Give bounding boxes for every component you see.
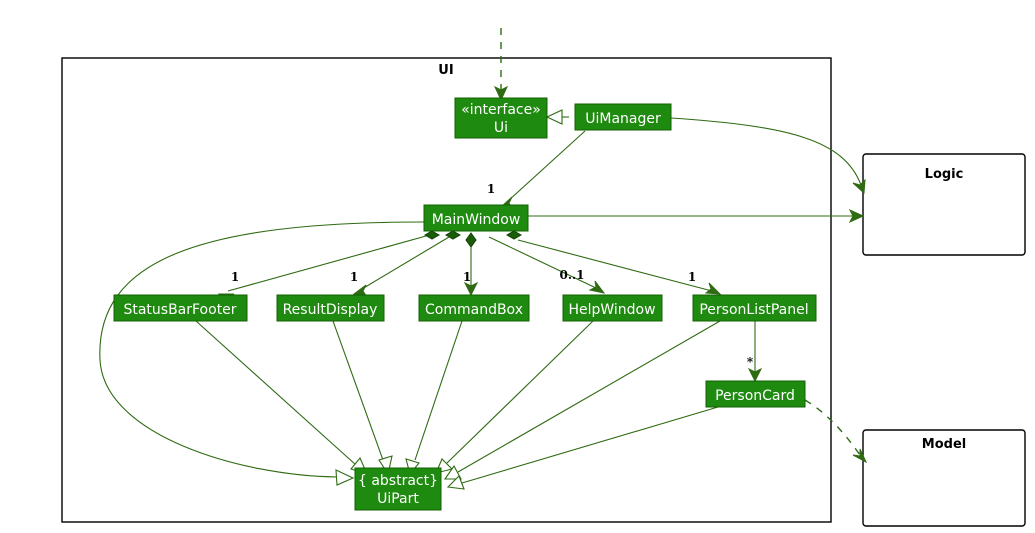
class-resultdisplay[interactable]: ResultDisplay [276,294,385,322]
class-personcard[interactable]: PersonCard [705,380,806,408]
class-commandbox-box[interactable] [418,294,530,322]
package-model: Model [862,429,1026,527]
package-logic-border [862,153,1026,256]
package-model-title: Model [922,437,966,452]
class-statusbarfooter-name: StatusBarFooter [123,302,236,318]
class-mainwindow[interactable]: MainWindow [423,204,529,232]
edge-external-to-ui [493,28,509,102]
edge-mainwindow-helpwindow [488,236,606,294]
mainwindow-composition-diamonds [423,230,523,248]
class-uipart[interactable]: { abstract} UiPart [354,467,442,511]
class-mainwindow-box[interactable] [423,204,529,232]
multiplicity-mainwindow-commandbox: 1 [463,270,471,284]
class-helpwindow[interactable]: HelpWindow [562,294,663,322]
class-uimanager-box[interactable] [574,103,672,131]
class-uimanager[interactable]: UiManager [574,103,672,131]
class-ui-interface-name: Ui [494,120,508,136]
edge-uimanager-logic [670,117,866,195]
class-commandbox[interactable]: CommandBox [418,294,530,322]
class-personcard-box[interactable] [705,380,806,408]
package-ui-border [61,57,832,523]
edge-mainwindow-logic [528,208,865,224]
multiplicity-uimanager-mainwindow: 1 [487,182,495,196]
package-logic: Logic [862,153,1026,256]
edge-mainwindow-personlistpanel [517,239,722,295]
edge-mainwindow-resultdisplay [352,236,450,298]
class-ui-interface-stereotype: «interface» [461,102,541,118]
class-helpwindow-name: HelpWindow [568,302,655,318]
package-ui-title: UI [438,63,453,78]
multiplicity-mainwindow-helpwindow: 0..1 [559,268,584,282]
edge-commandbox-uipart [405,320,463,476]
class-uipart-name: UiPart [377,491,419,507]
class-helpwindow-box[interactable] [562,294,663,322]
multiplicity-mainwindow-statusbarfooter: 1 [231,270,239,284]
class-mainwindow-name: MainWindow [432,212,521,228]
edge-mainwindow-commandbox [463,247,479,297]
edge-personlistpanel-personcard [747,321,763,383]
class-statusbarfooter-box[interactable] [113,294,248,322]
edge-mainwindow-uipart [99,221,425,486]
edge-uimanager-realizes-ui [545,109,569,125]
edge-uimanager-mainwindow [499,130,586,210]
package-ui: UI [61,57,832,523]
class-ui-interface[interactable]: «interface» Ui [454,97,548,139]
class-ui-interface-box[interactable] [454,97,548,139]
package-model-border [862,429,1026,527]
class-uimanager-name: UiManager [585,111,661,127]
edge-helpwindow-uipart [435,320,594,474]
class-uipart-stereotype: { abstract} [358,473,438,489]
class-commandbox-name: CommandBox [425,302,523,318]
multiplicity-mainwindow-resultdisplay: 1 [350,270,358,284]
class-uipart-box[interactable] [354,467,442,511]
multiplicity-personlistpanel-personcard: * [747,355,754,369]
class-statusbarfooter[interactable]: StatusBarFooter [113,294,248,322]
edge-personlistpanel-uipart [443,320,721,480]
class-personlistpanel-name: PersonListPanel [699,302,808,318]
class-personcard-name: PersonCard [715,388,795,404]
edge-resultdisplay-uipart [332,320,393,476]
class-resultdisplay-box[interactable] [276,294,385,322]
class-resultdisplay-name: ResultDisplay [283,302,378,318]
multiplicity-mainwindow-personlistpanel: 1 [688,270,696,284]
package-logic-title: Logic [925,167,964,182]
edge-personcard-uipart [446,406,719,490]
class-personlistpanel-box[interactable] [692,294,817,322]
class-personlistpanel[interactable]: PersonListPanel [692,294,817,322]
edge-personcard-model [804,399,868,464]
